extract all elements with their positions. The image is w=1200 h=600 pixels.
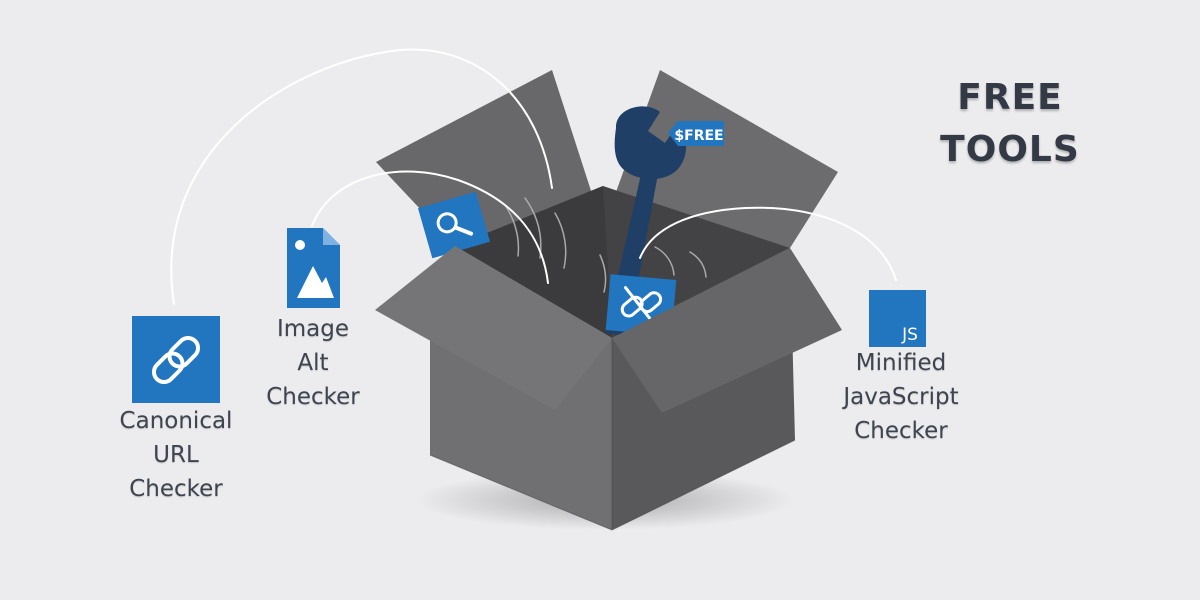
connector-image-alt — [311, 170, 549, 284]
connector-lines — [170, 48, 897, 305]
minified-js-line-1: Minified — [855, 350, 947, 376]
search-icon — [436, 212, 474, 236]
magnifier-tile — [417, 191, 491, 259]
canonical-url-label: Canonical URL Checker — [101, 404, 251, 506]
js-icon-text: JS — [901, 325, 918, 345]
image-alt-line-3: Checker — [266, 384, 360, 410]
connector-canonical — [170, 48, 553, 305]
image-alt-line-2: Alt — [297, 350, 329, 376]
heading-line-1: FREE — [957, 77, 1063, 118]
image-alt-line-1: Image — [276, 316, 350, 342]
box-flap-front-right — [612, 248, 842, 413]
image-alt-tile — [287, 228, 340, 308]
open-box: $FREE — [375, 70, 842, 531]
chain-link-icon — [151, 335, 201, 385]
broken-link-icon — [620, 286, 663, 326]
connector-js — [639, 206, 897, 281]
canonical-line-2: URL — [153, 442, 199, 468]
box-flap-back-right — [603, 70, 838, 248]
heading-line-2: TOOLS — [940, 129, 1080, 170]
box-flap-front-left — [375, 246, 612, 410]
minified-js-tile: JS — [869, 290, 926, 347]
image-alt-label: Image Alt Checker — [258, 312, 368, 414]
free-tag-text: $FREE — [674, 128, 723, 144]
free-tools-heading: FREE TOOLS — [925, 72, 1095, 176]
minified-js-label: Minified JavaScript Checker — [826, 346, 976, 448]
minified-js-line-2: JavaScript — [843, 384, 959, 410]
js-file-icon — [869, 290, 926, 347]
free-price-tag: $FREE — [668, 121, 724, 146]
canonical-line-1: Canonical — [119, 408, 233, 434]
box-flap-back-left — [376, 70, 603, 246]
minified-js-line-3: Checker — [854, 418, 948, 444]
canonical-url-tile — [132, 316, 220, 403]
canonical-line-3: Checker — [129, 476, 223, 502]
